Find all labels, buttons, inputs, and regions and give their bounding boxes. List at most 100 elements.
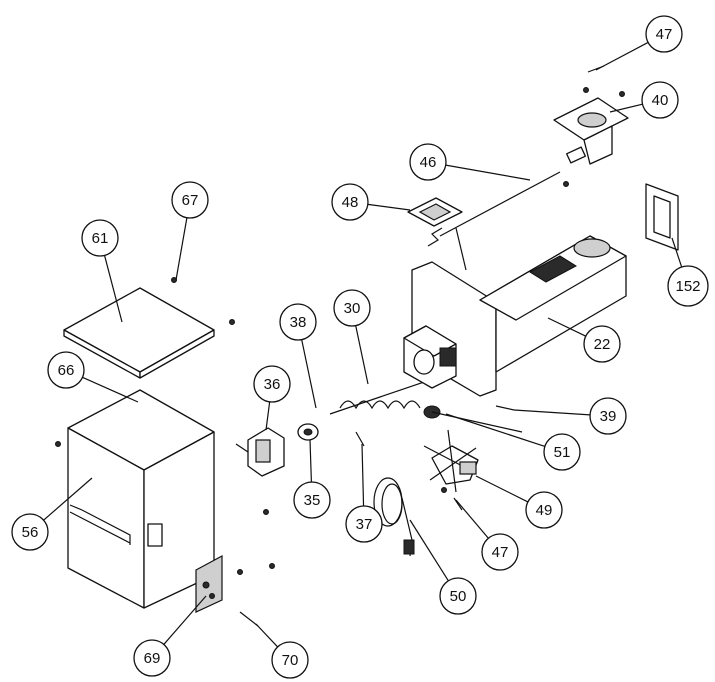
callout-number: 47 <box>492 544 509 561</box>
callout-bubble <box>543 433 581 471</box>
callout-leader-line <box>547 317 587 337</box>
callout-37: 37 <box>345 443 383 543</box>
callout-leader-line <box>671 237 683 268</box>
callout-leader-line <box>163 595 207 645</box>
callout-leader-line <box>595 41 649 71</box>
power-cord <box>373 477 415 557</box>
callout-number: 61 <box>92 230 109 247</box>
callout-number: 46 <box>420 154 437 171</box>
callout-leader-line <box>445 413 546 447</box>
callout-bubble <box>481 533 519 571</box>
callout-bubble <box>171 181 209 219</box>
fasteners <box>55 65 625 627</box>
callout-number: 47 <box>656 26 673 43</box>
callout-bubble <box>583 325 621 363</box>
callout-leader-line <box>455 499 489 539</box>
callout-number: 38 <box>290 314 307 331</box>
callout-47b: 47 <box>455 499 519 571</box>
callout-leader-line <box>309 439 312 483</box>
callout-bubble <box>667 265 709 307</box>
callout-bubble <box>345 505 383 543</box>
callout-leader-line <box>409 519 449 582</box>
callout-bubble <box>293 481 331 519</box>
callout-number: 70 <box>282 652 299 669</box>
callout-152: 152 <box>667 237 709 307</box>
callout-bubble <box>11 513 49 551</box>
callout-number: 22 <box>594 336 611 353</box>
callout-35: 35 <box>293 439 331 519</box>
callout-number: 39 <box>600 408 617 425</box>
callout-leader-line <box>175 217 188 281</box>
callout-bubble <box>439 577 477 615</box>
callout-67: 67 <box>171 181 209 281</box>
callout-bubble <box>253 365 291 403</box>
callout-36: 36 <box>253 365 291 431</box>
control-board <box>195 554 223 613</box>
callout-51: 51 <box>445 413 581 471</box>
callout-number: 40 <box>652 92 669 109</box>
gasket <box>407 197 463 227</box>
callout-bubble <box>333 289 371 327</box>
callout-30: 30 <box>333 289 371 385</box>
callout-56: 56 <box>11 477 93 551</box>
pin <box>355 431 365 447</box>
callout-22: 22 <box>547 317 621 363</box>
callout-leader-line <box>43 477 93 521</box>
callout-48: 48 <box>331 183 411 221</box>
bushing <box>297 423 319 441</box>
callout-number: 152 <box>675 278 700 295</box>
callout-number: 35 <box>304 492 321 509</box>
callout-bubble <box>279 303 317 341</box>
callout-leader-line <box>103 255 123 323</box>
square-gasket <box>645 183 679 251</box>
callout-layer: 47 40 46 48 152 67 61 38 30 22 66 36 39 51 35 56 37 49 47 5… <box>11 15 709 679</box>
callout-bubble <box>81 219 119 257</box>
callout-leader-line <box>513 409 591 416</box>
callout-leader-line <box>361 443 365 507</box>
feed-tube-assembly <box>403 235 627 397</box>
callout-bubble <box>645 15 683 53</box>
callout-39: 39 <box>513 397 627 435</box>
hopper-box <box>67 389 215 609</box>
callout-leader-line <box>355 325 369 385</box>
auger-motor <box>235 427 285 477</box>
auger-screw <box>329 379 431 415</box>
callout-leader-line <box>82 376 139 403</box>
agitator-rod <box>427 171 561 271</box>
callout-number: 50 <box>450 588 467 605</box>
callout-69: 69 <box>133 595 207 677</box>
combustion-fan <box>423 429 479 493</box>
callout-46: 46 <box>409 143 531 181</box>
callout-number: 66 <box>58 362 75 379</box>
callout-number: 48 <box>342 194 359 211</box>
callout-number: 69 <box>144 650 161 667</box>
burn-pot <box>553 97 629 165</box>
callout-bubble <box>409 143 447 181</box>
callout-leader-line <box>609 103 643 113</box>
callout-66: 66 <box>47 351 139 403</box>
callout-bubble <box>133 639 171 677</box>
callout-leader-line <box>301 339 317 409</box>
callout-number: 37 <box>356 516 373 533</box>
callout-number: 56 <box>22 524 39 541</box>
callout-38: 38 <box>279 303 317 409</box>
callout-bubble <box>589 397 627 435</box>
callout-bubble <box>47 351 85 389</box>
callout-bubble <box>641 81 679 119</box>
callout-40: 40 <box>609 81 679 119</box>
callout-bubble <box>331 183 369 221</box>
callout-49: 49 <box>475 475 563 529</box>
callout-70: 70 <box>255 623 309 679</box>
sensor <box>423 405 523 433</box>
callout-number: 51 <box>554 444 571 461</box>
hopper-lid <box>63 287 215 379</box>
callout-leader-line <box>475 475 529 503</box>
callout-bubble <box>525 491 563 529</box>
callout-bubble <box>271 641 309 679</box>
callout-number: 67 <box>182 192 199 209</box>
callout-leader-line <box>367 203 411 211</box>
callout-50: 50 <box>409 519 477 615</box>
callout-number: 36 <box>264 376 281 393</box>
callout-61: 61 <box>81 219 123 323</box>
